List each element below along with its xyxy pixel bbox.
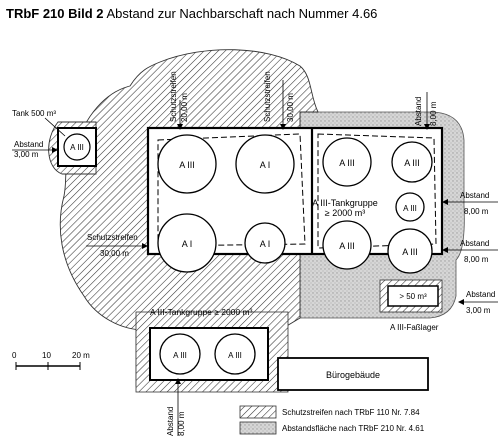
abstand-bottom-value: 8,00 m (177, 411, 186, 436)
containment-line (157, 133, 437, 249)
tank500-label: Tank 500 m³ (12, 109, 56, 118)
figure-code: TRbF 210 Bild 2 (6, 6, 104, 21)
schutz-top-right-label: Schutzstreifen (263, 71, 272, 122)
abstand-left-label: Abstand (14, 140, 43, 149)
svg-text:A III: A III (228, 351, 242, 360)
tank-a1-bottom-small: A I (244, 222, 286, 264)
scale-label-0: 0 (12, 351, 17, 360)
schutz-left-arrowhead (142, 243, 148, 249)
schutz-top-left-arrowhead (177, 124, 183, 130)
tank-a3-right-1: A III (322, 137, 372, 187)
tank-a1-bottom-left: A I (157, 213, 217, 273)
abstand-top-right-label: Abstand (414, 97, 423, 126)
legend-hatch-label: Schutzstreifen nach TRbF 110 Nr. 7.84 (282, 408, 420, 417)
svg-text:A III: A III (179, 160, 195, 170)
fasslager-box (387, 285, 439, 307)
legend-dots-label: Abstandsfläche nach TRbF 210 Nr. 4.61 (282, 424, 425, 433)
figure-caption: Abstand zur Nachbarschaft nach Nummer 4.… (106, 6, 378, 21)
svg-text:A III: A III (403, 204, 417, 213)
abstand-fass-value: 3,00 m (466, 306, 491, 315)
svg-text:A I: A I (260, 160, 271, 170)
tank-a3-bottom-1: A III (159, 333, 201, 375)
buero-label: Bürogebäude (326, 370, 380, 380)
tank-a1-top-right: A I (235, 134, 295, 194)
tankgruppe-size: ≥ 2000 m³ (325, 208, 365, 218)
abstand-right2-arrowhead (442, 247, 448, 253)
abstand-left-arrowhead (52, 147, 58, 153)
fasslager-label: A III-Faßlager (390, 323, 439, 332)
abstand-right1-value: 8,00 m (464, 207, 489, 216)
tankgruppe-label: A III-Tankgruppe (312, 198, 378, 208)
scale-label-20: 20 m (72, 351, 90, 360)
tank500-leader (44, 117, 66, 137)
abstand-right1-label: Abstand (460, 191, 489, 200)
svg-text:A I: A I (182, 239, 193, 249)
schutz-left-value: 30,00 m (100, 249, 129, 258)
buero-building (277, 357, 429, 391)
fasslager-box-label: > 50 m³ (399, 292, 427, 301)
schutz-top-right-arrowhead (280, 124, 286, 130)
svg-text:A III: A III (70, 143, 84, 152)
abstand-bottom-arrowhead (175, 378, 181, 384)
legend-hatch-swatch (239, 405, 277, 419)
abstand-top-right-value: 8,00 m (429, 101, 438, 126)
abstand-bottom-label: Abstand (166, 407, 175, 436)
tank-a3-right-2: A III (391, 141, 433, 183)
svg-text:A III: A III (402, 247, 418, 257)
tank-a3-small: A III (63, 133, 91, 161)
tankgruppe-bottom-label: A III-Tankgruppe ≥ 2000 m³ (150, 307, 253, 317)
tank-a3-left-top: A III (157, 134, 217, 194)
tank-a3-right-5: A III (387, 228, 433, 274)
svg-text:A I: A I (260, 239, 271, 249)
schutz-top-right-value: 30,00 m (286, 93, 295, 122)
tank-a3-right-3: A III (395, 192, 425, 222)
svg-text:A III: A III (339, 241, 355, 251)
abstand-fass-arrowhead (458, 299, 464, 305)
schutz-top-left-value: 20,00 m (180, 93, 189, 122)
abstand-right2-value: 8,00 m (464, 255, 489, 264)
tank-a3-bottom-2: A III (214, 333, 256, 375)
abstand-fass-label: Abstand (466, 290, 495, 299)
abstand-right2-label: Abstand (460, 239, 489, 248)
legend-dots-swatch (239, 421, 277, 435)
svg-text:A III: A III (404, 158, 420, 168)
figure-title: TRbF 210 Bild 2 Abstand zur Nachbarschaf… (6, 6, 377, 21)
svg-text:A III: A III (173, 351, 187, 360)
abstand-right1-arrowhead (442, 199, 448, 205)
schutz-top-left-label: Schutzstreifen (169, 71, 178, 122)
svg-text:A III: A III (339, 158, 355, 168)
tank-a3-right-4: A III (322, 220, 372, 270)
abstand-top-right-arrowhead (424, 124, 430, 130)
abstand-left-value: 3,00 m (14, 150, 39, 159)
schutz-left-label: Schutzstreifen (87, 233, 138, 242)
scale-label-10: 10 (42, 351, 51, 360)
